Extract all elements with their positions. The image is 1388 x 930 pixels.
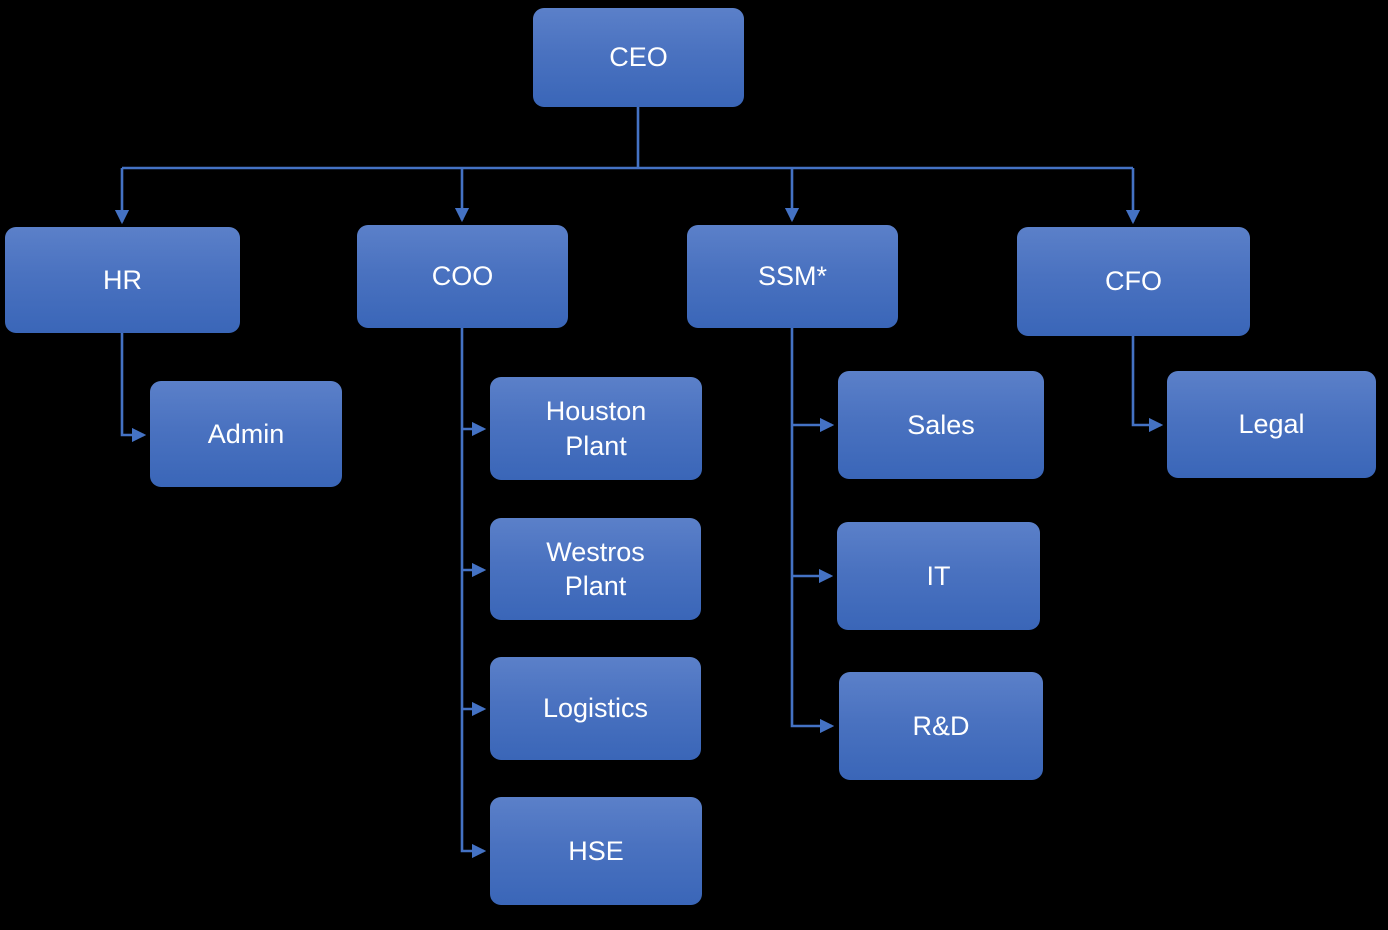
org-node-cfo[interactable]: CFO <box>1017 227 1250 336</box>
org-node-ssm[interactable]: SSM* <box>687 225 898 328</box>
org-node-houston[interactable]: Houston Plant <box>490 377 702 480</box>
org-node-hse[interactable]: HSE <box>490 797 702 905</box>
org-node-sales[interactable]: Sales <box>838 371 1044 479</box>
org-node-rd[interactable]: R&D <box>839 672 1043 780</box>
org-node-westros[interactable]: Westros Plant <box>490 518 701 620</box>
org-node-logistics[interactable]: Logistics <box>490 657 701 760</box>
connector-coo-hse <box>460 328 487 859</box>
connector-cfo-legal <box>1131 336 1164 433</box>
org-node-ceo[interactable]: CEO <box>533 8 744 107</box>
org-node-hr[interactable]: HR <box>5 227 240 333</box>
org-node-legal[interactable]: Legal <box>1167 371 1376 478</box>
connector-ssm-rd <box>790 328 835 734</box>
org-node-it[interactable]: IT <box>837 522 1040 630</box>
org-node-admin[interactable]: Admin <box>150 381 342 487</box>
connector-hr-admin <box>120 333 147 443</box>
org-node-coo[interactable]: COO <box>357 225 568 328</box>
